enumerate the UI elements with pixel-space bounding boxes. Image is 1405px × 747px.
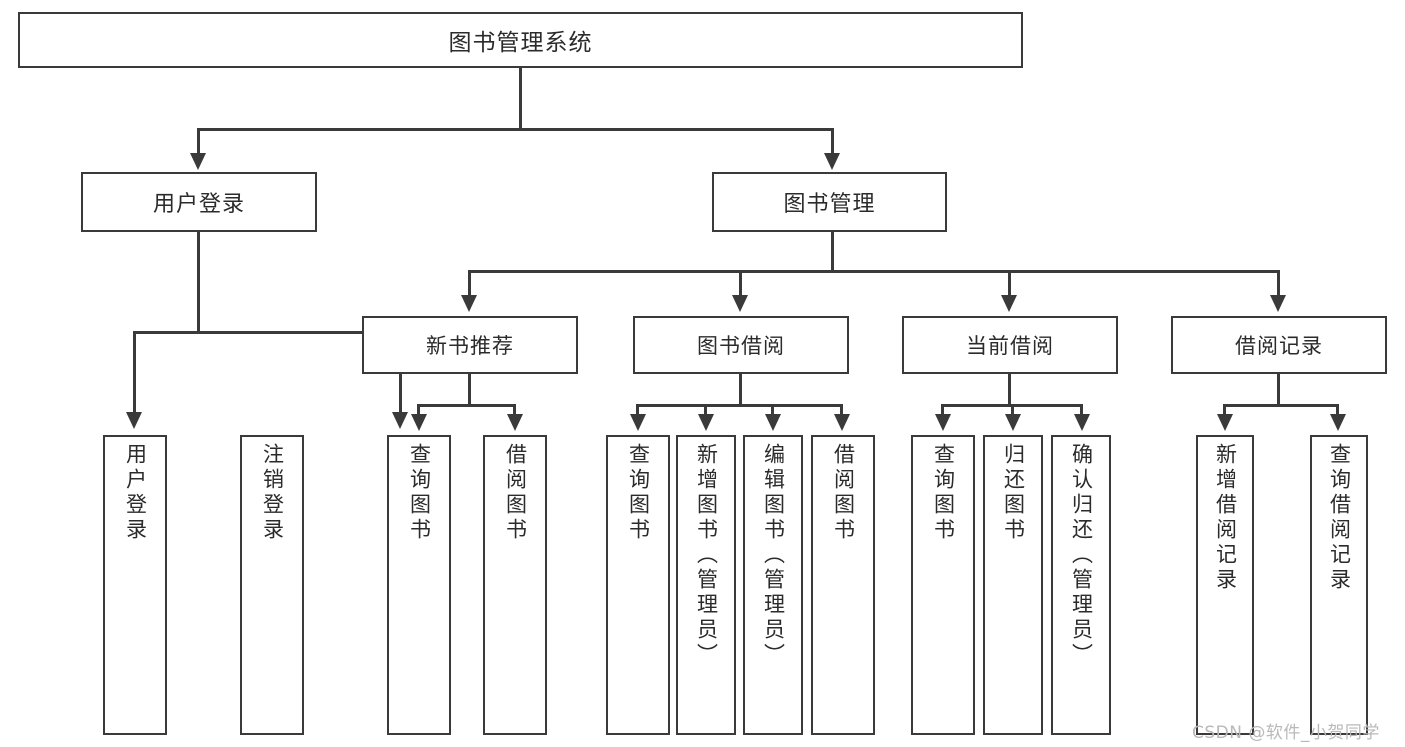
edge-bb-bus xyxy=(636,404,843,407)
arrowhead-leaf-return-book xyxy=(1005,414,1021,431)
node-current-borrow-label: 当前借阅 xyxy=(966,334,1054,358)
arrowhead-book-borrow xyxy=(732,295,748,312)
node-leaf-edit-book-label: 编辑图书（管理员） xyxy=(761,443,786,668)
arrowhead-leaf-edit-book xyxy=(765,414,781,431)
edge-book-manage-stem xyxy=(831,232,834,272)
node-book-borrow-label: 图书借阅 xyxy=(697,334,785,358)
node-new-book-rec-label: 新书推荐 xyxy=(426,334,514,358)
arrowhead-new-book-rec xyxy=(461,295,477,312)
edge-bm-to-current-borrow xyxy=(1008,270,1011,296)
node-borrow-record-label: 借阅记录 xyxy=(1235,334,1323,358)
arrowhead-leaf-user-login xyxy=(126,412,142,429)
node-leaf-query-record[interactable]: 查询借阅记录 xyxy=(1310,435,1368,735)
node-leaf-add-book[interactable]: 新增图书（管理员） xyxy=(676,435,736,735)
node-user-login-label: 用户登录 xyxy=(152,192,245,217)
node-leaf-return-book-label: 归还图书 xyxy=(1001,443,1026,543)
node-leaf-query-book-1-label: 查询图书 xyxy=(407,443,432,543)
node-leaf-query-record-label: 查询借阅记录 xyxy=(1327,443,1352,593)
edge-user-login-b1 xyxy=(133,331,136,414)
edge-root-bus xyxy=(197,128,834,131)
node-leaf-user-login-label: 用户登录 xyxy=(123,443,148,543)
node-leaf-user-login[interactable]: 用户登录 xyxy=(103,435,167,735)
node-book-manage-label: 图书管理 xyxy=(783,192,876,217)
edge-bm-to-borrow-record xyxy=(1277,270,1280,296)
node-leaf-user-logout[interactable]: 注销登录 xyxy=(240,435,304,735)
node-leaf-query-book-2-label: 查询图书 xyxy=(626,443,651,543)
node-leaf-confirm-return-label: 确认归还（管理员） xyxy=(1069,443,1094,668)
node-current-borrow[interactable]: 当前借阅 xyxy=(902,316,1118,374)
node-leaf-edit-book[interactable]: 编辑图书（管理员） xyxy=(743,435,803,735)
node-leaf-return-book[interactable]: 归还图书 xyxy=(983,435,1043,735)
edge-cb-b3 xyxy=(1080,404,1083,416)
edge-root-to-user-login xyxy=(197,128,200,155)
node-borrow-record[interactable]: 借阅记录 xyxy=(1171,316,1387,374)
edge-nbr-bus xyxy=(417,404,516,407)
arrowhead-current-borrow xyxy=(1001,295,1017,312)
arrowhead-borrow-record xyxy=(1270,295,1286,312)
edge-nbr-b2 xyxy=(513,404,516,416)
arrowhead-leaf-borrow-book-2 xyxy=(834,414,850,431)
node-leaf-borrow-book-2-label: 借阅图书 xyxy=(831,443,856,543)
edge-bb-b3 xyxy=(771,404,774,416)
node-root[interactable]: 图书管理系统 xyxy=(18,12,1023,68)
edge-br-b1 xyxy=(1223,404,1226,416)
node-leaf-borrow-book-1-label: 借阅图书 xyxy=(503,443,528,543)
edge-br-stem xyxy=(1277,374,1280,406)
arrowhead-leaf-query-book-3 xyxy=(935,414,951,431)
node-leaf-query-book-3-label: 查询图书 xyxy=(931,443,956,543)
node-leaf-borrow-book-2[interactable]: 借阅图书 xyxy=(811,435,875,735)
edge-cb-stem xyxy=(1008,374,1011,406)
node-new-book-rec[interactable]: 新书推荐 xyxy=(362,316,578,374)
node-book-manage[interactable]: 图书管理 xyxy=(712,172,947,232)
edge-root-stem xyxy=(519,68,522,130)
edge-bb-b4 xyxy=(840,404,843,416)
node-leaf-borrow-book-1[interactable]: 借阅图书 xyxy=(483,435,547,735)
edge-user-login-bus xyxy=(133,331,402,334)
node-leaf-add-book-label: 新增图书（管理员） xyxy=(694,443,719,668)
node-leaf-add-record-label: 新增借阅记录 xyxy=(1213,443,1238,593)
node-leaf-query-book-1[interactable]: 查询图书 xyxy=(387,435,451,735)
edge-nbr-stem xyxy=(468,374,471,406)
edge-cb-b2 xyxy=(1011,404,1014,416)
node-book-borrow[interactable]: 图书借阅 xyxy=(633,316,849,374)
arrowhead-leaf-add-record xyxy=(1217,414,1233,431)
arrowhead-leaf-add-book xyxy=(698,414,714,431)
edge-cb-b1 xyxy=(941,404,944,416)
arrowhead-user-login xyxy=(190,153,206,170)
arrowhead-leaf-confirm-return xyxy=(1074,414,1090,431)
arrowhead-leaf-query-book-2 xyxy=(630,414,646,431)
node-user-login[interactable]: 用户登录 xyxy=(81,172,317,232)
node-leaf-add-record[interactable]: 新增借阅记录 xyxy=(1196,435,1254,735)
edge-bb-stem xyxy=(739,374,742,406)
edge-root-to-book-manage xyxy=(831,128,834,155)
edge-nbr-b1 xyxy=(417,404,420,416)
arrowhead-leaf-query-book-1 xyxy=(411,414,427,431)
node-leaf-confirm-return[interactable]: 确认归还（管理员） xyxy=(1051,435,1111,735)
edge-br-bus xyxy=(1223,404,1338,407)
arrowhead-leaf-user-logout xyxy=(392,412,408,429)
edge-user-login-stem xyxy=(197,232,200,333)
watermark: CSDN @软件_小贺同学 xyxy=(1192,723,1380,743)
arrowhead-book-manage xyxy=(824,153,840,170)
edge-bb-b1 xyxy=(636,404,639,416)
edge-bm-to-book-borrow xyxy=(739,270,742,296)
node-leaf-query-book-3[interactable]: 查询图书 xyxy=(911,435,975,735)
node-leaf-user-logout-label: 注销登录 xyxy=(260,443,285,543)
edge-bm-to-new-book-rec xyxy=(468,270,471,296)
edge-br-b2 xyxy=(1336,404,1339,416)
node-root-label: 图书管理系统 xyxy=(448,30,593,56)
node-leaf-query-book-2[interactable]: 查询图书 xyxy=(606,435,670,735)
edge-book-manage-bus xyxy=(468,270,1279,273)
arrowhead-leaf-borrow-book-1 xyxy=(507,414,523,431)
arrowhead-leaf-query-record xyxy=(1330,414,1346,431)
edge-bb-b2 xyxy=(704,404,707,416)
